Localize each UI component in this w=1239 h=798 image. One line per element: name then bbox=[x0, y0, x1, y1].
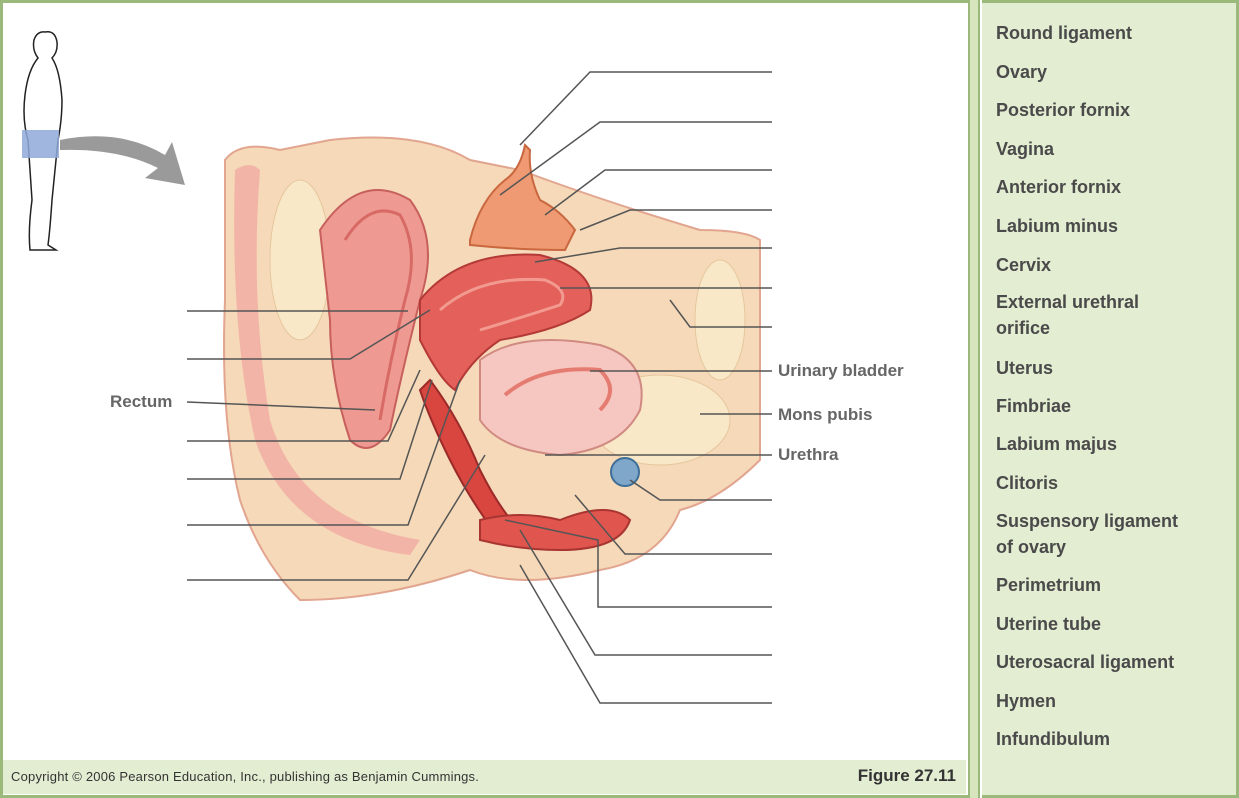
word-bank-item[interactable]: Perimetrium bbox=[996, 572, 1226, 598]
label-urinary-bladder: Urinary bladder bbox=[778, 361, 904, 381]
clitoris-shape bbox=[611, 458, 639, 486]
word-bank-item[interactable]: Uterosacral ligament bbox=[996, 649, 1226, 675]
word-bank-item[interactable]: Posterior fornix bbox=[996, 97, 1226, 123]
word-bank-item[interactable]: Round ligament bbox=[996, 20, 1226, 46]
word-bank-item[interactable]: Clitoris bbox=[996, 470, 1226, 496]
word-bank-item[interactable]: Uterine tube bbox=[996, 611, 1226, 637]
label-urethra: Urethra bbox=[778, 445, 838, 465]
arrow-icon bbox=[60, 136, 185, 185]
panel-divider bbox=[968, 0, 980, 798]
label-mons-pubis: Mons pubis bbox=[778, 405, 872, 425]
word-bank-item[interactable]: Labium majus bbox=[996, 431, 1226, 457]
word-bank-item[interactable]: Fimbriae bbox=[996, 393, 1226, 419]
word-bank-item[interactable]: Hymen bbox=[996, 688, 1226, 714]
highlight-region bbox=[22, 130, 59, 158]
word-bank-item[interactable]: Uterus bbox=[996, 355, 1226, 381]
word-bank: Round ligament Ovary Posterior fornix Va… bbox=[982, 0, 1239, 798]
word-bank-item[interactable]: Labium minus bbox=[996, 213, 1226, 239]
bladder-shape bbox=[480, 340, 642, 455]
word-bank-item[interactable]: Anterior fornix bbox=[996, 174, 1226, 200]
word-bank-item[interactable]: Ovary bbox=[996, 59, 1226, 85]
footer-bar: Copyright © 2006 Pearson Education, Inc.… bbox=[3, 760, 966, 794]
copyright-text: Copyright © 2006 Pearson Education, Inc.… bbox=[11, 769, 479, 784]
word-bank-item[interactable]: Vagina bbox=[996, 136, 1226, 162]
word-bank-item[interactable]: Infundibulum bbox=[996, 726, 1226, 752]
figure-number: Figure 27.11 bbox=[858, 766, 956, 786]
label-rectum: Rectum bbox=[110, 392, 172, 412]
word-bank-item[interactable]: Cervix bbox=[996, 252, 1226, 278]
